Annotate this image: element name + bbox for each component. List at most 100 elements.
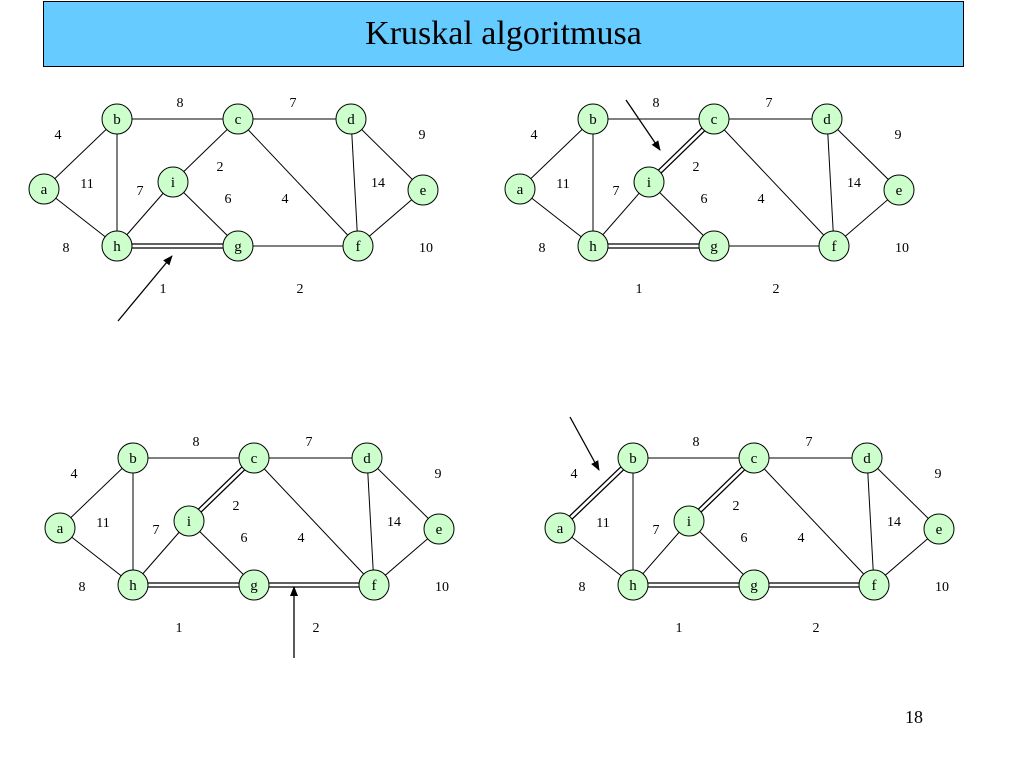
node-label-e: e xyxy=(420,183,427,199)
node-e: e xyxy=(923,513,955,545)
weight-label-fg: 2 xyxy=(297,282,304,297)
weight-label-gi: 6 xyxy=(701,192,708,207)
pointer-arrow-step-2 xyxy=(625,99,661,151)
title-bar: Kruskal algoritmusa xyxy=(43,1,964,67)
node-b: b xyxy=(617,442,649,474)
node-label-f: f xyxy=(872,578,877,594)
node-g: g xyxy=(222,230,254,262)
selected-edge-gh xyxy=(593,243,714,249)
weight-label-bc: 8 xyxy=(653,96,660,111)
node-label-b: b xyxy=(113,112,121,128)
page-number: 18 xyxy=(905,707,923,727)
node-label-a: a xyxy=(557,521,564,537)
edge-df xyxy=(826,118,835,247)
weight-label-cd: 7 xyxy=(766,96,773,111)
edge-ab xyxy=(59,457,134,529)
node-label-c: c xyxy=(751,451,758,467)
node-d: d xyxy=(811,103,843,135)
node-label-d: d xyxy=(823,112,831,128)
edge-de xyxy=(350,118,424,191)
node-g: g xyxy=(698,230,730,262)
weight-label-ef: 10 xyxy=(895,241,909,256)
weight-label-bh: 11 xyxy=(596,516,609,531)
weight-label-gh: 1 xyxy=(676,621,683,636)
node-f: f xyxy=(342,230,374,262)
node-i: i xyxy=(673,505,705,537)
pointer-arrow-step-1 xyxy=(117,255,173,322)
node-a: a xyxy=(28,173,60,205)
weight-label-bc: 8 xyxy=(193,435,200,450)
selected-edge-ab xyxy=(558,456,635,530)
node-a: a xyxy=(544,512,576,544)
weight-label-ah: 8 xyxy=(79,580,86,595)
edge-cf xyxy=(753,457,875,586)
weight-label-df: 14 xyxy=(371,176,385,191)
node-b: b xyxy=(117,442,149,474)
weight-label-ab: 4 xyxy=(571,467,578,482)
node-h: h xyxy=(117,569,149,601)
node-label-b: b xyxy=(129,451,137,467)
weight-label-gi: 6 xyxy=(241,531,248,546)
node-label-e: e xyxy=(436,522,443,538)
edge-ab xyxy=(43,118,118,190)
weight-label-ef: 10 xyxy=(935,580,949,595)
weight-label-cd: 7 xyxy=(806,435,813,450)
node-d: d xyxy=(851,442,883,474)
weight-label-df: 14 xyxy=(847,176,861,191)
weight-label-cf: 4 xyxy=(758,192,765,207)
weight-label-bh: 11 xyxy=(96,516,109,531)
edge-de xyxy=(826,118,900,191)
node-c: c xyxy=(698,103,730,135)
node-label-i: i xyxy=(687,514,691,530)
node-h: h xyxy=(101,230,133,262)
weight-label-gh: 1 xyxy=(176,621,183,636)
node-e: e xyxy=(883,174,915,206)
weight-label-ef: 10 xyxy=(419,241,433,256)
node-f: f xyxy=(358,569,390,601)
weight-label-ab: 4 xyxy=(55,128,62,143)
weight-label-gh: 1 xyxy=(160,282,167,297)
node-i: i xyxy=(173,505,205,537)
node-label-a: a xyxy=(41,182,48,198)
edge-de xyxy=(866,457,940,530)
node-label-i: i xyxy=(187,514,191,530)
weight-label-de: 9 xyxy=(895,128,902,143)
weight-label-cd: 7 xyxy=(306,435,313,450)
edge-df xyxy=(366,457,375,586)
node-label-f: f xyxy=(356,239,361,255)
node-h: h xyxy=(577,230,609,262)
weight-label-fg: 2 xyxy=(313,621,320,636)
weight-label-hi: 7 xyxy=(613,184,620,199)
node-g: g xyxy=(238,569,270,601)
weight-label-bc: 8 xyxy=(177,96,184,111)
weight-label-hi: 7 xyxy=(653,523,660,538)
node-label-b: b xyxy=(629,451,637,467)
weight-label-cf: 4 xyxy=(282,192,289,207)
edge-cf xyxy=(237,118,359,247)
node-b: b xyxy=(101,103,133,135)
node-label-h: h xyxy=(129,578,137,594)
node-a: a xyxy=(504,173,536,205)
node-label-h: h xyxy=(629,578,637,594)
node-label-f: f xyxy=(832,239,837,255)
weight-label-ef: 10 xyxy=(435,580,449,595)
edge-cf xyxy=(253,457,375,586)
node-e: e xyxy=(423,513,455,545)
node-c: c xyxy=(222,103,254,135)
slide-title: Kruskal algoritmusa xyxy=(365,15,642,52)
weight-label-ci: 2 xyxy=(733,499,740,514)
weight-label-gh: 1 xyxy=(636,282,643,297)
node-label-a: a xyxy=(57,521,64,537)
weight-label-ci: 2 xyxy=(217,160,224,175)
weight-label-cd: 7 xyxy=(290,96,297,111)
weight-label-cf: 4 xyxy=(798,531,805,546)
node-b: b xyxy=(577,103,609,135)
weight-label-df: 14 xyxy=(387,515,401,530)
node-label-c: c xyxy=(711,112,718,128)
weight-label-de: 9 xyxy=(435,467,442,482)
node-label-g: g xyxy=(234,239,242,255)
pointer-arrow-step-4 xyxy=(569,416,600,471)
